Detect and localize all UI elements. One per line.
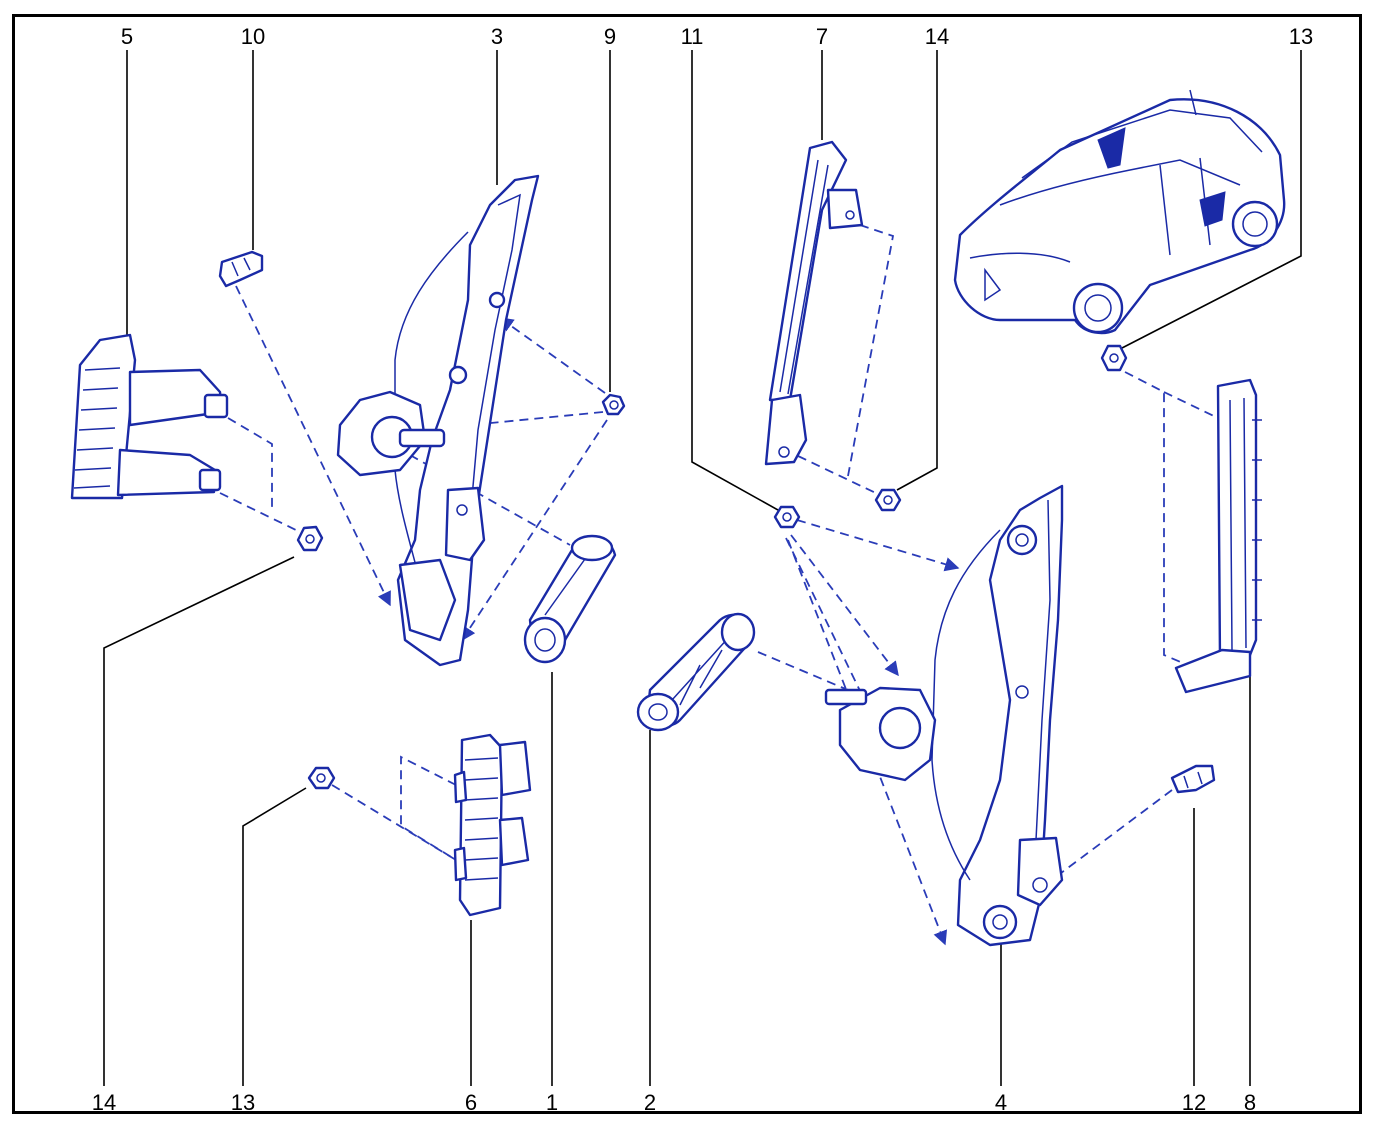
callout-4: 4 bbox=[995, 1090, 1007, 1115]
callout-13-top: 13 bbox=[1289, 24, 1313, 49]
callout-12: 12 bbox=[1182, 1090, 1206, 1115]
callout-6: 6 bbox=[465, 1090, 477, 1115]
callout-1: 1 bbox=[546, 1090, 558, 1115]
window-crank-handle-2-icon bbox=[636, 612, 756, 732]
callout-14-top: 14 bbox=[925, 24, 949, 49]
guide-rail-5-icon bbox=[70, 333, 229, 500]
window-regulator-4-icon bbox=[824, 484, 1064, 947]
assembly-dashed-lines bbox=[219, 224, 1223, 946]
nut-13-bottom-icon bbox=[307, 766, 336, 790]
callout-11: 11 bbox=[681, 24, 704, 49]
leader-lines bbox=[103, 50, 1302, 1086]
guide-rail-7-icon bbox=[764, 140, 864, 466]
guide-rail-8-icon bbox=[1174, 378, 1262, 694]
callout-13-bottom: 13 bbox=[231, 1090, 255, 1115]
nut-9-icon bbox=[601, 393, 626, 416]
callout-2: 2 bbox=[644, 1090, 656, 1115]
nut-13-top-icon bbox=[1100, 344, 1128, 372]
callout-5: 5 bbox=[121, 24, 133, 49]
diagram-frame bbox=[12, 14, 1362, 1114]
guide-6-icon bbox=[453, 733, 532, 917]
clip-10-icon bbox=[218, 250, 264, 288]
callout-3: 3 bbox=[491, 24, 503, 49]
callout-9: 9 bbox=[604, 24, 616, 49]
window-crank-handle-1-icon bbox=[523, 534, 617, 664]
callout-14-bottom: 14 bbox=[92, 1090, 116, 1115]
window-regulator-3-icon bbox=[336, 174, 540, 667]
nut-14-top-icon bbox=[874, 488, 902, 512]
car-icon bbox=[953, 89, 1286, 335]
callout-10: 10 bbox=[241, 24, 265, 49]
clip-12-icon bbox=[1170, 764, 1216, 794]
nut-14-left-icon bbox=[296, 525, 324, 552]
callout-8: 8 bbox=[1244, 1090, 1256, 1115]
callout-7: 7 bbox=[816, 24, 828, 49]
nut-11-icon bbox=[773, 505, 801, 529]
